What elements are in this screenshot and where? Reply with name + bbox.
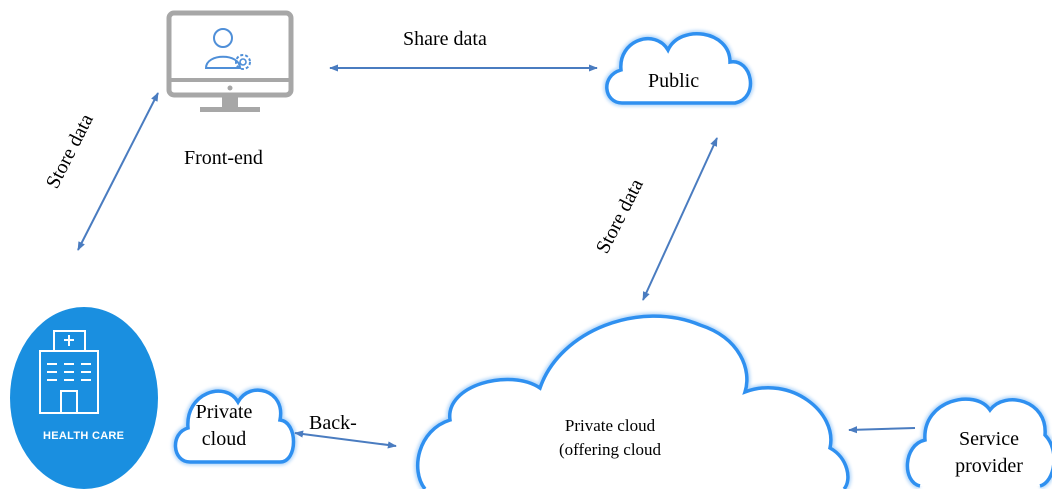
store-data-left-arrow [77,92,159,251]
node-label-front-end: Front-end [184,147,263,169]
service-provider-line1: Service [959,428,1019,450]
node-label-private-cloud-small: Private cloud [178,399,270,453]
node-label-private-cloud-big: Private cloud (offering cloud [520,414,700,462]
service-provider-arrow [848,426,916,434]
private-cloud-small-icon [172,386,297,466]
back-end-arrow [294,430,397,449]
node-label-service-provider: Service provider [935,426,1043,480]
private-cloud-big-line2: (offering cloud [558,440,662,459]
edge-label-share-data: Share data [403,28,487,50]
node-label-public: Public [648,70,700,92]
edge-label-back: Back- [309,412,357,434]
private-cloud-small-line2: cloud [201,428,247,450]
front-end-computer-icon [166,10,294,112]
node-label-health-care: HEALTH CARE [43,430,125,442]
private-cloud-big-line1: Private cloud [564,416,656,435]
store-data-right-arrow [642,137,718,301]
service-provider-line2: provider [955,455,1023,477]
public-cloud-icon [603,30,754,107]
private-cloud-big-icon [414,312,852,489]
health-care-icon [10,307,158,489]
private-cloud-small-line1: Private [195,401,253,423]
